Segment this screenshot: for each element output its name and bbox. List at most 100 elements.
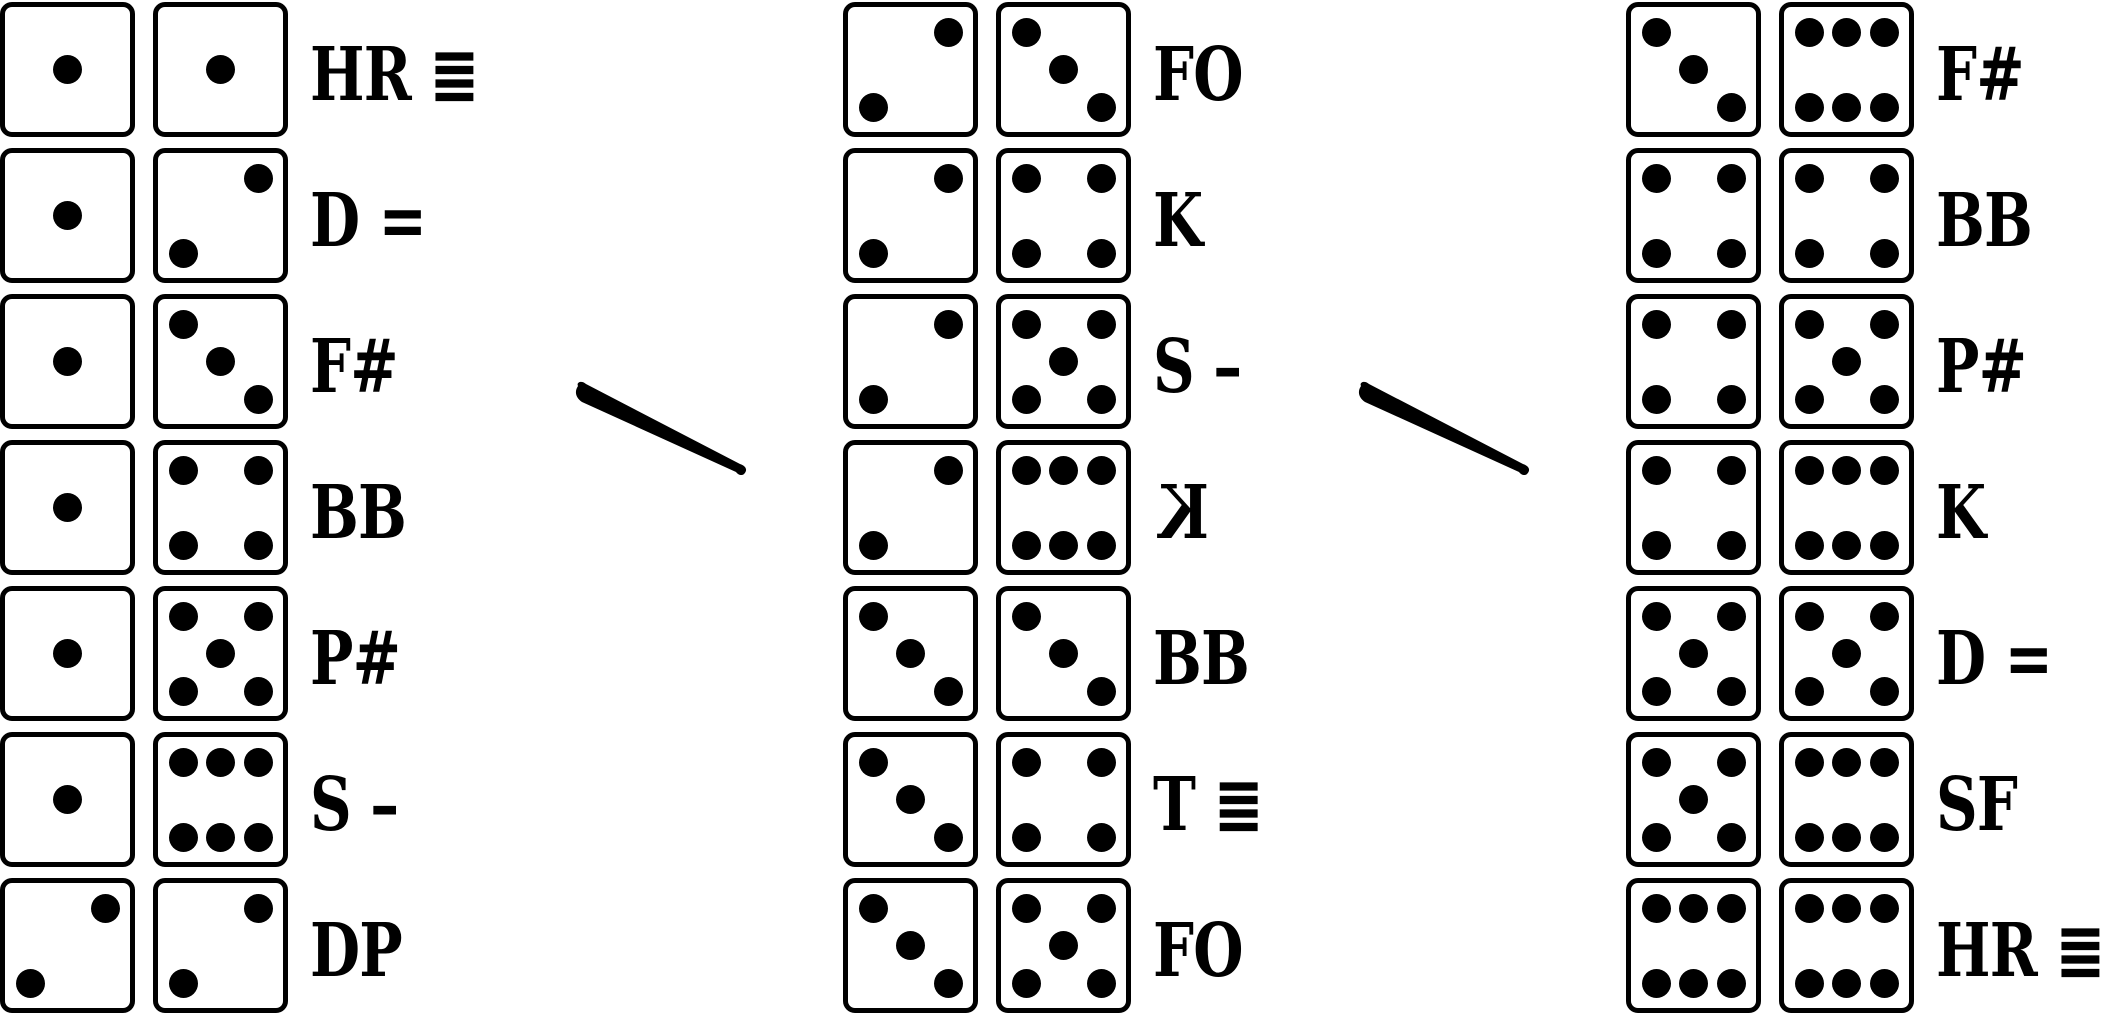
die-pip: [168, 676, 198, 706]
first-die: [1626, 586, 1761, 721]
die-pip: [1832, 968, 1861, 998]
die-pip: [1832, 639, 1861, 668]
die-pip: [1011, 163, 1041, 193]
die-pip: [1869, 968, 1899, 998]
die-pip: [53, 347, 82, 376]
die-pip: [1641, 530, 1671, 560]
outcome-row: BB: [843, 586, 1543, 732]
die-pip: [243, 530, 273, 560]
first-die: [1626, 878, 1761, 1013]
die-pip: [1716, 893, 1746, 923]
die-pip: [1086, 92, 1116, 122]
outcome-row: K: [843, 148, 1543, 294]
die-pip: [858, 238, 888, 268]
first-die: [1626, 732, 1761, 867]
die-pip: [933, 455, 963, 485]
die-pip: [168, 455, 198, 485]
outcome-label: FO: [1153, 908, 1243, 994]
second-die: [996, 878, 1131, 1013]
die-pip: [168, 309, 198, 339]
die-pip: [1011, 455, 1041, 485]
second-die: [153, 440, 288, 575]
first-die: [1626, 440, 1761, 575]
die-pip: [1716, 968, 1746, 998]
die-pip: [1716, 676, 1746, 706]
die-pip: [1716, 238, 1746, 268]
first-die: [0, 2, 135, 137]
die-pip: [1641, 893, 1671, 923]
outcome-label: F#: [310, 324, 399, 410]
die-pip: [1869, 747, 1899, 777]
die-pip: [243, 747, 273, 777]
die-pip: [1716, 530, 1746, 560]
outcome-label: T ≣: [1153, 762, 1263, 848]
die-pip: [1086, 309, 1116, 339]
outcome-row: HR ≣: [1626, 878, 2101, 1024]
second-die: [153, 878, 288, 1013]
die-pip: [1794, 92, 1824, 122]
die-pip: [1869, 893, 1899, 923]
outcome-row: T ≣: [843, 732, 1543, 878]
die-pip: [15, 968, 45, 998]
die-pip: [1011, 601, 1041, 631]
die-pip: [53, 493, 82, 522]
die-pip: [1869, 530, 1899, 560]
die-pip: [1011, 309, 1041, 339]
die-pip: [243, 822, 273, 852]
outcome-row: BB: [0, 440, 700, 586]
die-pip: [1869, 601, 1899, 631]
outcome-label: K: [1159, 470, 1209, 556]
die-pip: [858, 530, 888, 560]
die-pip: [1869, 92, 1899, 122]
die-pip: [1794, 968, 1824, 998]
die-pip: [1716, 384, 1746, 414]
first-die: [0, 878, 135, 1013]
outcome-row: S –: [0, 732, 700, 878]
die-pip: [1011, 384, 1041, 414]
die-pip: [1641, 676, 1671, 706]
die-pip: [896, 785, 925, 814]
die-pip: [1011, 968, 1041, 998]
die-pip: [1794, 747, 1824, 777]
die-pip: [1641, 384, 1671, 414]
die-pip: [1679, 893, 1708, 923]
outcome-label: SF: [1936, 762, 2018, 848]
die-pip: [1869, 676, 1899, 706]
die-pip: [858, 384, 888, 414]
first-die: [1626, 148, 1761, 283]
die-pip: [1679, 55, 1708, 84]
die-pip: [1641, 601, 1671, 631]
outcome-label: HR ≣: [1936, 908, 2101, 994]
die-pip: [1869, 822, 1899, 852]
die-pip: [1049, 931, 1078, 960]
die-pip: [206, 55, 235, 84]
outcome-label: F#: [1936, 32, 2025, 118]
die-pip: [168, 601, 198, 631]
die-pip: [1679, 785, 1708, 814]
die-pip: [1794, 309, 1824, 339]
second-die: [996, 732, 1131, 867]
outcome-row: D =: [1626, 586, 2101, 732]
die-pip: [1716, 92, 1746, 122]
outcome-label: DP: [310, 908, 403, 994]
die-pip: [1869, 384, 1899, 414]
first-die: [843, 294, 978, 429]
second-die: [153, 732, 288, 867]
die-pip: [168, 747, 198, 777]
die-pip: [933, 309, 963, 339]
die-pip: [1832, 455, 1861, 485]
first-die: [843, 2, 978, 137]
die-pip: [1794, 163, 1824, 193]
die-pip: [1832, 17, 1861, 47]
die-pip: [1049, 347, 1078, 376]
die-pip: [243, 455, 273, 485]
die-pip: [1011, 17, 1041, 47]
die-pip: [53, 785, 82, 814]
die-pip: [858, 601, 888, 631]
die-pip: [1832, 822, 1861, 852]
die-pip: [1716, 309, 1746, 339]
die-pip: [858, 92, 888, 122]
die-pip: [1641, 238, 1671, 268]
die-pip: [1716, 163, 1746, 193]
